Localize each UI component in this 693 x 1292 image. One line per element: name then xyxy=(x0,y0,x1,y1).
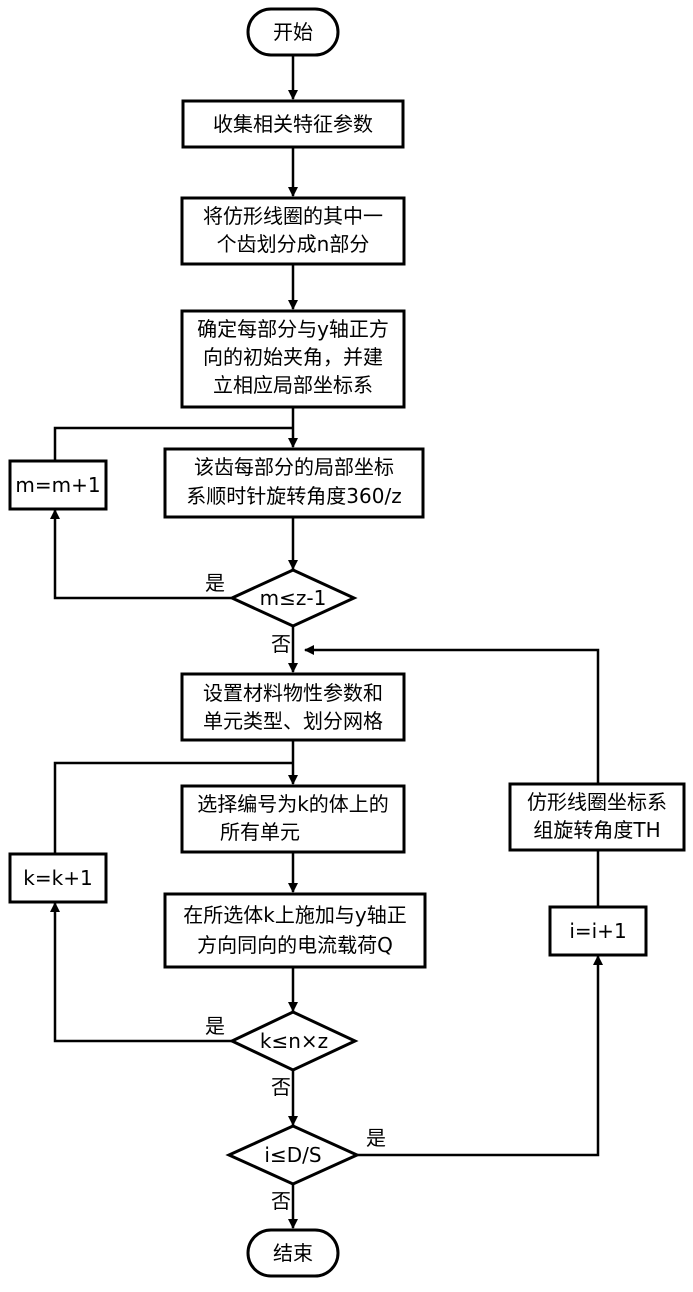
m-increment-node: m=m+1 xyxy=(10,461,106,509)
end-label: 结束 xyxy=(273,1241,313,1265)
apply-load-line1: 在所选体k上施加与y轴正 xyxy=(183,903,406,927)
m-condition-node: m≤z-1 xyxy=(232,570,354,626)
rotate-local-line1: 该齿每部分的局部坐标 xyxy=(194,455,394,479)
apply-load-line2: 方向同向的电流载荷Q xyxy=(197,933,393,957)
k-increment-node: k=k+1 xyxy=(10,854,106,902)
k-increment-label: k=k+1 xyxy=(23,866,92,890)
select-body-line1: 选择编号为k的体上的 xyxy=(197,792,389,816)
start-label: 开始 xyxy=(273,20,313,44)
end-node: 结束 xyxy=(248,1230,338,1276)
rotate-group-line2: 组旋转角度TH xyxy=(533,818,660,842)
collect-node: 收集相关特征参数 xyxy=(183,101,403,147)
m-yes-label: 是 xyxy=(205,571,225,595)
m-condition-label: m≤z-1 xyxy=(260,586,327,610)
divide-label-line1: 将仿形线圈的其中一 xyxy=(203,204,383,228)
divide-node: 将仿形线圈的其中一 个齿划分成n部分 xyxy=(182,198,404,264)
divide-label-line2: 个齿划分成n部分 xyxy=(217,232,370,256)
k-condition-node: k≤n×z xyxy=(232,1012,355,1070)
apply-load-node: 在所选体k上施加与y轴正 方向同向的电流载荷Q xyxy=(165,894,425,967)
rotate-local-node: 该齿每部分的局部坐标 系顺时针旋转角度360/z xyxy=(165,449,423,517)
k-condition-label: k≤n×z xyxy=(260,1029,328,1053)
k-yes-label: 是 xyxy=(205,1014,225,1038)
rotate-local-line2: 系顺时针旋转角度360/z xyxy=(186,484,401,508)
angle-label-line1: 确定每部分与y轴正方 xyxy=(197,317,389,341)
angle-label-line3: 立相应局部坐标系 xyxy=(213,373,373,397)
collect-label: 收集相关特征参数 xyxy=(213,112,373,136)
select-body-node: 选择编号为k的体上的 所有单元 xyxy=(182,786,404,852)
rotate-group-line1: 仿形线圈坐标系 xyxy=(527,790,667,814)
material-label-line2: 单元类型、划分网格 xyxy=(203,709,383,733)
i-no-label: 否 xyxy=(271,1189,291,1213)
m-increment-label: m=m+1 xyxy=(15,473,100,497)
angle-node: 确定每部分与y轴正方 向的初始夹角，并建 立相应局部坐标系 xyxy=(182,311,404,407)
i-increment-node: i=i+1 xyxy=(550,907,646,955)
i-increment-label: i=i+1 xyxy=(569,919,626,943)
i-condition-node: i≤D/S xyxy=(229,1126,357,1184)
edge-labels: 是 否 是 否 是 否 xyxy=(205,571,386,1213)
edge-icond-yes xyxy=(357,956,598,1155)
material-label-line1: 设置材料物性参数和 xyxy=(203,681,383,705)
rotate-group-node: 仿形线圈坐标系 组旋转角度TH xyxy=(510,784,684,850)
k-no-label: 否 xyxy=(271,1075,291,1099)
i-yes-label: 是 xyxy=(366,1126,386,1150)
select-body-line2: 所有单元 xyxy=(220,820,300,844)
material-node: 设置材料物性参数和 单元类型、划分网格 xyxy=(182,674,404,740)
start-node: 开始 xyxy=(248,9,338,55)
m-no-label: 否 xyxy=(271,632,291,656)
i-condition-label: i≤D/S xyxy=(264,1143,321,1167)
angle-label-line2: 向的初始夹角，并建 xyxy=(203,345,383,369)
